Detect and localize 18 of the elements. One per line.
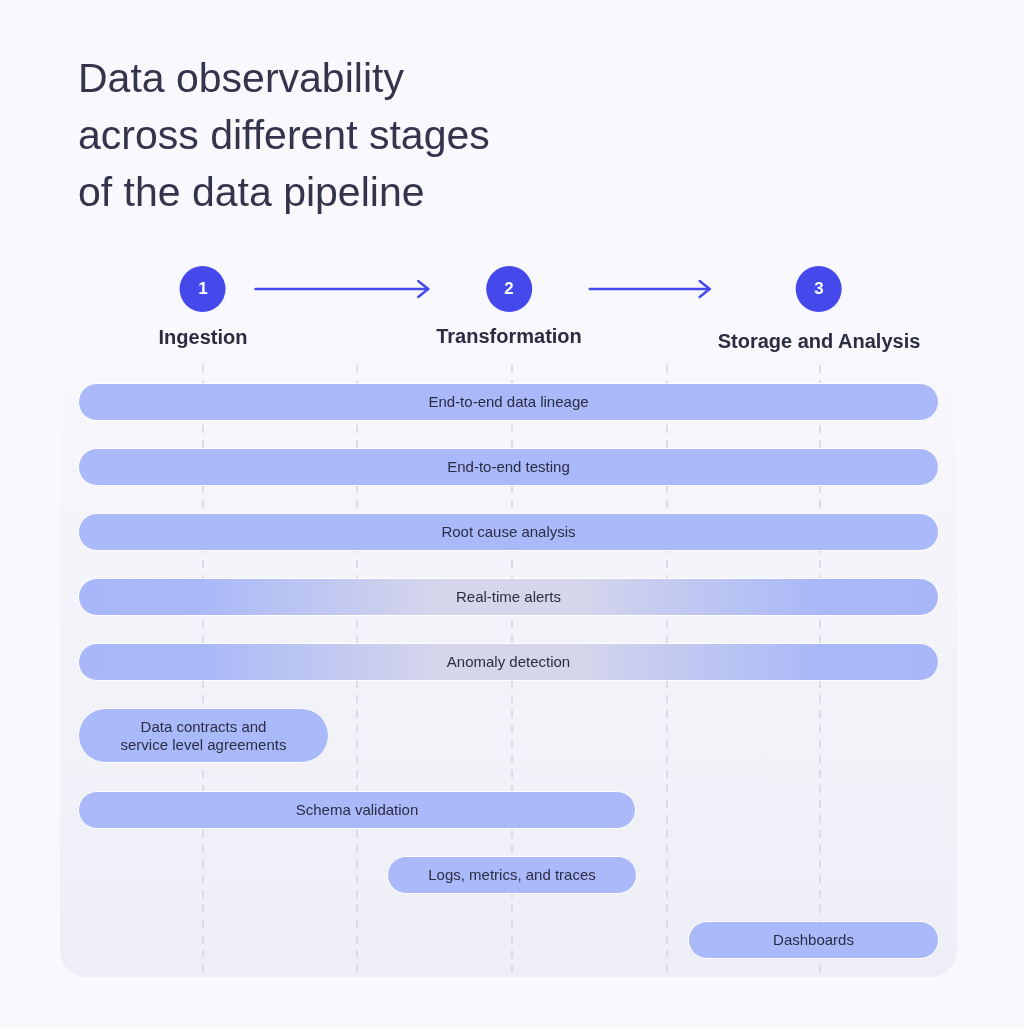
capability-bar: Root cause analysis [78,513,939,551]
capability-bar: Anomaly detection [78,643,939,681]
step-number-badge: 3 [796,266,842,312]
capability-bar: Real-time alerts [78,578,939,616]
capability-bar: Dashboards [688,921,939,959]
stage-heading: Ingestion [158,325,248,349]
stage-heading: Transformation [436,324,582,348]
capability-bar: Logs, metrics, and traces [387,856,637,894]
capability-bar: Schema validation [78,791,636,829]
capability-bar: End-to-end testing [78,448,939,486]
stage-heading: Storage and Analysis [717,329,921,353]
step-number-badge: 1 [180,266,226,312]
step-number-badge: 2 [486,266,532,312]
arrow [588,279,711,299]
capability-bar: End-to-end data lineage [78,383,939,421]
capability-bar: Data contracts and service level agreements [78,708,329,763]
diagram-title: Data observability across different stages of the data pipeline [78,54,491,217]
arrow [254,279,430,299]
